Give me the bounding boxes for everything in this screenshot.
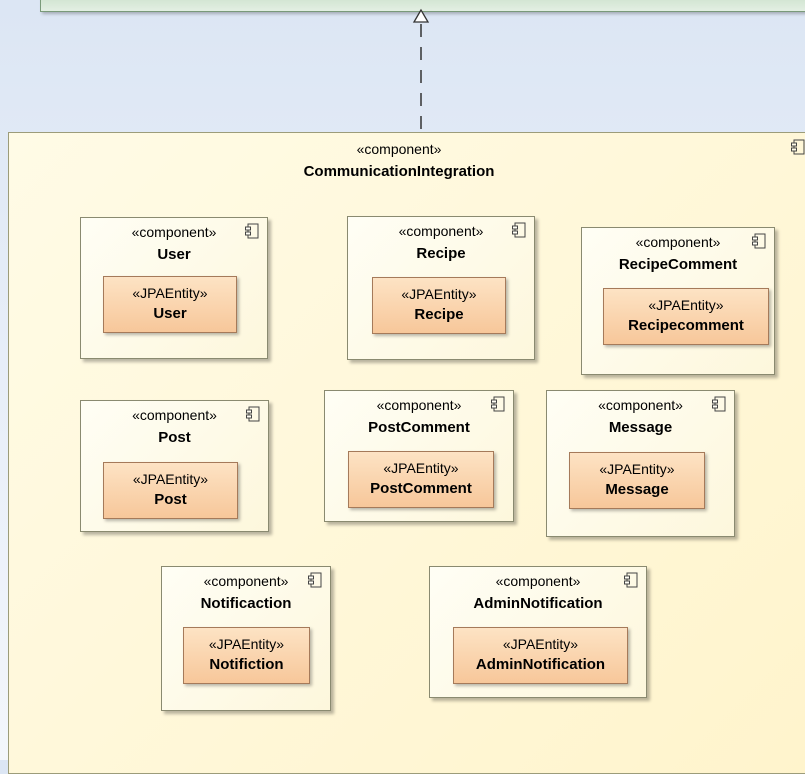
component-stereotype: «component» (495, 573, 581, 589)
component-stereotype: «component» (598, 397, 683, 413)
entity-name: Notifiction (209, 656, 284, 673)
entity-stereotype: «JPAEntity» (401, 286, 477, 302)
component-icon (308, 572, 322, 593)
entity-name: Recipecomment (628, 317, 744, 334)
component-name: RecipeComment (618, 256, 738, 273)
entity-stereotype: «JPAEntity» (132, 471, 209, 487)
component-name: User (157, 246, 191, 263)
component-adminnotification[interactable]: «component» AdminNotification «JPAEntity»… (429, 566, 647, 698)
component-stereotype: «component» (131, 224, 217, 240)
component-post[interactable]: «component» Post «JPAEntity» Post (80, 400, 269, 532)
component-stereotype: «component» (635, 234, 721, 250)
jpa-entity-recipe[interactable]: «JPAEntity» Recipe (372, 277, 506, 334)
jpa-entity-recipecomment[interactable]: «JPAEntity» Recipecomment (603, 288, 769, 345)
component-name: PostComment (368, 419, 470, 436)
realization-arrow-icon (412, 8, 430, 23)
realization-connector (412, 8, 430, 132)
component-notificaction[interactable]: «component» Notificaction «JPAEntity» Not… (161, 566, 331, 711)
component-name: Notificaction (200, 595, 292, 612)
entity-name: Recipe (414, 306, 464, 323)
entity-name: Message (605, 481, 669, 498)
component-icon (752, 233, 766, 254)
component-user[interactable]: «component» User «JPAEntity» User (80, 217, 268, 359)
component-stereotype: «component» (132, 407, 217, 423)
jpa-entity-adminnotification[interactable]: «JPAEntity» AdminNotification (453, 627, 628, 684)
component-icon (512, 222, 526, 243)
entity-stereotype: «JPAEntity» (502, 636, 579, 652)
component-name: Recipe (416, 245, 466, 262)
entity-stereotype: «JPAEntity» (132, 285, 208, 301)
component-icon (246, 406, 260, 427)
entity-name: User (153, 305, 187, 322)
entity-name: AdminNotification (475, 656, 606, 673)
component-icon (491, 396, 505, 417)
container-stereotype: «component» (356, 141, 442, 157)
jpa-entity-notifiction[interactable]: «JPAEntity» Notifiction (183, 627, 310, 684)
component-message[interactable]: «component» Message «JPAEntity» Message (546, 390, 735, 537)
component-icon (712, 396, 726, 417)
component-stereotype: «component» (203, 573, 289, 589)
entity-stereotype: «JPAEntity» (648, 297, 724, 313)
entity-name: Post (154, 491, 187, 508)
component-icon (245, 223, 259, 244)
jpa-entity-post[interactable]: «JPAEntity» Post (103, 462, 238, 519)
entity-name: PostComment (370, 480, 472, 497)
component-recipecomment[interactable]: «component» RecipeComment «JPAEntity» Rec… (581, 227, 775, 375)
container-header: «component» CommunicationIntegration (9, 141, 789, 181)
component-stereotype: «component» (376, 397, 462, 413)
jpa-entity-postcomment[interactable]: «JPAEntity» PostComment (348, 451, 494, 508)
component-name: AdminNotification (473, 595, 603, 612)
jpa-entity-user[interactable]: «JPAEntity» User (103, 276, 237, 333)
container-name: CommunicationIntegration (303, 163, 495, 180)
component-name: Message (608, 419, 673, 436)
entity-stereotype: «JPAEntity» (599, 461, 675, 477)
component-stereotype: «component» (398, 223, 484, 239)
component-postcomment[interactable]: «component» PostComment «JPAEntity» PostC… (324, 390, 514, 522)
entity-stereotype: «JPAEntity» (208, 636, 285, 652)
component-recipe[interactable]: «component» Recipe «JPAEntity» Recipe (347, 216, 535, 360)
component-icon (624, 572, 638, 593)
entity-stereotype: «JPAEntity» (383, 460, 459, 476)
jpa-entity-message[interactable]: «JPAEntity» Message (569, 452, 705, 509)
component-name: Post (158, 429, 191, 446)
component-icon (791, 139, 805, 155)
